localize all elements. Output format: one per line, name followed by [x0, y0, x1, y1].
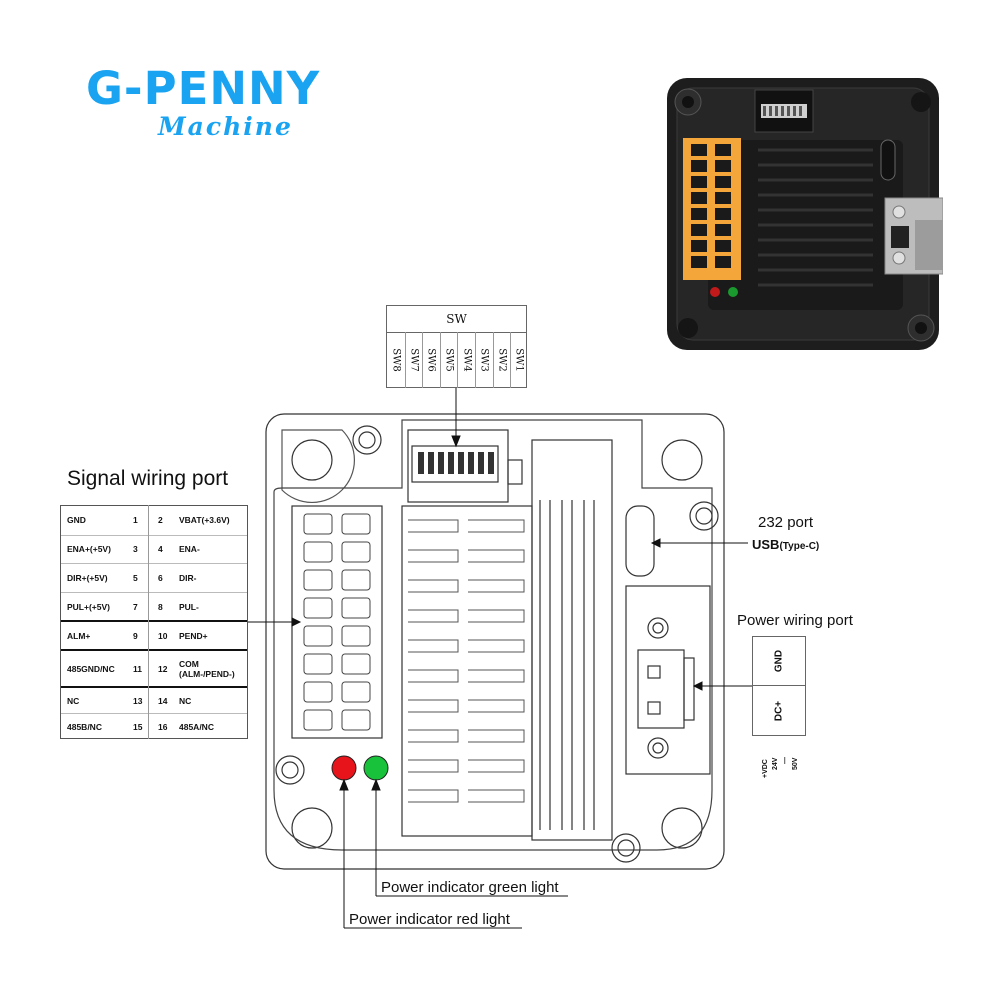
pin-label: GND: [67, 515, 86, 526]
green-light-label: Power indicator green light: [381, 879, 559, 896]
pin-number: 13: [133, 695, 143, 706]
table-row: 485GND/NC 11 12 COM (ALM-/PEND-): [61, 649, 247, 686]
table-row: NC 13 14 NC: [61, 686, 247, 713]
product-photo: [667, 78, 943, 350]
power-cell-gnd: GND: [753, 637, 805, 686]
pin-label: 485A/NC: [179, 721, 214, 732]
pin-label: COM (ALM-/PEND-): [179, 658, 235, 679]
pin-number: 14: [158, 695, 168, 706]
pin-label: NC: [179, 695, 192, 706]
table-row: ENA+(+5V) 3 4 ENA-: [61, 534, 247, 564]
pin-number: 4: [158, 544, 163, 555]
sw-cell: SW2: [492, 332, 511, 388]
table-divider: [148, 505, 149, 739]
pin-number: 1: [133, 515, 138, 526]
table-row: 485B/NC 15 16 485A/NC: [61, 713, 247, 739]
table-row: DIR+(+5V) 5 6 DIR-: [61, 563, 247, 592]
sw-cell: SW1: [510, 332, 528, 388]
pin-number: 7: [133, 601, 138, 612]
pin-label: DIR-: [179, 572, 197, 583]
pin-label: 485B/NC: [67, 721, 102, 732]
pin-label: ENA-: [179, 544, 200, 555]
usb-label: USB(Type-C): [752, 537, 819, 552]
pin-label: ALM+: [67, 630, 91, 641]
sw-title: SW: [387, 306, 526, 333]
red-light-label: Power indicator red light: [349, 911, 510, 928]
voltage-text: —: [782, 757, 789, 764]
table-row: PUL+(+5V) 7 8 PUL-: [61, 591, 247, 621]
gnd-label: GND: [773, 649, 785, 673]
pin-label: NC: [67, 695, 80, 706]
sw-cell: SW5: [439, 332, 458, 388]
sw-table: SW SW8 SW7 SW6 SW5 SW4 SW3 SW2 SW1: [386, 305, 527, 388]
usb-type: (Type-C): [779, 541, 820, 552]
sw-cell: SW7: [404, 332, 423, 388]
pin-number: 15: [133, 721, 143, 732]
sw-cell: SW4: [457, 332, 475, 388]
pin-number: 11: [133, 663, 142, 674]
pin-label: ENA+(+5V): [67, 544, 111, 555]
voltage-text: +VDC: [762, 759, 769, 778]
usb-text: USB: [752, 537, 780, 552]
pin-label: DIR+(+5V): [67, 572, 108, 583]
voltage-text: 24V: [772, 757, 779, 770]
table-row: ALM+ 9 10 PEND+: [61, 620, 247, 649]
power-port-table: GND DC+: [752, 636, 806, 736]
pin-label: PUL+(+5V): [67, 601, 110, 612]
table-row: GND 1 2 VBAT(+3.6V): [61, 506, 247, 535]
logo-subtitle: Machine: [158, 112, 293, 141]
pin-number: 2: [158, 515, 163, 526]
pin-label: 485GND/NC: [67, 663, 115, 674]
pin-number: 16: [158, 721, 168, 732]
pin-number: 3: [133, 544, 138, 555]
dc-label: DC+: [773, 700, 785, 721]
sw-cell: SW3: [475, 332, 493, 388]
pin-number: 9: [133, 630, 138, 641]
signal-port-table: GND 1 2 VBAT(+3.6V) ENA+(+5V) 3 4 ENA- D…: [60, 505, 248, 739]
logo-title: G-PENNY: [86, 62, 321, 115]
sw-cell: SW6: [422, 332, 440, 388]
pin-number: 8: [158, 601, 163, 612]
pin-number: 12: [158, 663, 168, 674]
port232-label: 232 port: [758, 514, 814, 531]
pin-label: PUL-: [179, 601, 199, 612]
pin-number: 10: [158, 630, 168, 641]
voltage-text: 50V: [792, 757, 799, 770]
pin-number: 6: [158, 572, 163, 583]
signal-port-title: Signal wiring port: [67, 467, 229, 490]
pin-label: PEND+: [179, 630, 208, 641]
power-port-title: Power wiring port: [737, 612, 853, 629]
power-cell-dc: DC+: [753, 686, 805, 735]
pin-label: VBAT(+3.6V): [179, 515, 230, 526]
pin-number: 5: [133, 572, 138, 583]
voltage-range: +VDC 24V — 50V: [752, 742, 806, 788]
